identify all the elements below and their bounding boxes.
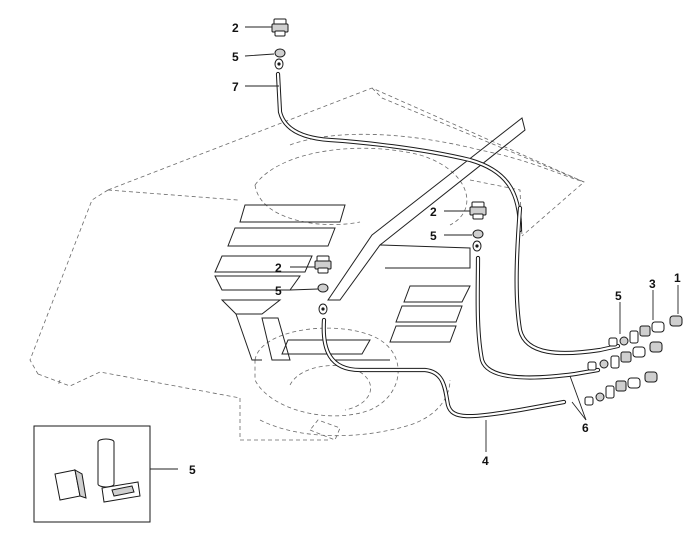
callout-7: 7 xyxy=(232,80,239,94)
cylinder-part xyxy=(97,438,115,488)
washer-lower xyxy=(317,283,329,293)
wedge-block-part xyxy=(54,469,87,501)
washer-top xyxy=(274,48,286,58)
hose-6-upper xyxy=(514,205,621,356)
channel-block-part xyxy=(101,481,141,503)
callout-labels: 2 5 7 2 5 2 5 5 3 1 6 4 5 xyxy=(189,21,681,477)
grease-nipple-middle xyxy=(469,201,487,220)
leader-lines xyxy=(150,26,679,470)
grease-nipple-lower xyxy=(314,255,332,274)
hose-end-top xyxy=(274,58,284,70)
callout-1: 1 xyxy=(674,271,681,285)
fitting-row-2 xyxy=(587,341,663,371)
callout-5-lower: 5 xyxy=(275,284,282,298)
grille-panel xyxy=(214,117,526,361)
washer-middle xyxy=(472,229,484,239)
hose-4 xyxy=(321,317,567,419)
fitting-row-3 xyxy=(584,371,658,406)
hose-7 xyxy=(275,71,523,233)
callout-2-lower: 2 xyxy=(275,261,282,275)
callout-6: 6 xyxy=(582,421,589,435)
callout-2-middle: 2 xyxy=(430,205,437,219)
callout-5-inset: 5 xyxy=(189,463,196,477)
callout-4: 4 xyxy=(482,454,489,468)
callout-5-top: 5 xyxy=(232,50,239,64)
machine-housing-outline xyxy=(29,87,585,441)
hose-end-lower xyxy=(318,303,328,315)
callout-2-top: 2 xyxy=(232,21,239,35)
callout-3: 3 xyxy=(649,277,656,291)
hose-end-middle xyxy=(472,240,482,252)
fitting-row-1 xyxy=(608,315,683,347)
inset-box xyxy=(33,425,151,523)
hose-6-middle xyxy=(475,255,601,380)
callout-5-middle: 5 xyxy=(430,229,437,243)
callout-5-right: 5 xyxy=(615,289,622,303)
grease-nipple-top xyxy=(271,18,289,37)
